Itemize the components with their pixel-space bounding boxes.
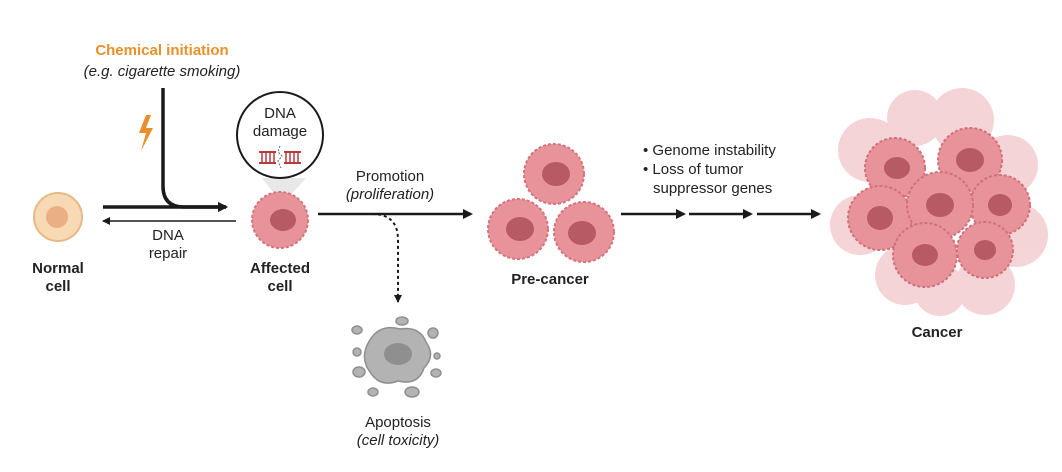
initiation-subtitle: (e.g. cigarette smoking) (83, 63, 241, 80)
progression-item-2-text: Loss of tumor (652, 161, 744, 178)
initiation-arrow (161, 88, 228, 212)
precancer-cell-1 (523, 143, 585, 205)
repair-line-2: repair (148, 245, 188, 262)
affected-cell-icon (251, 191, 309, 249)
progression-item-2: • Loss of tumor (643, 160, 743, 179)
apoptosis-arrow (371, 213, 402, 303)
dna-strand-icon (259, 145, 301, 169)
apoptotic-nucleus (384, 343, 412, 365)
normal-cell-label-2: cell (45, 278, 71, 295)
cancer-label: Cancer (911, 324, 963, 341)
affected-cell-label-1: Affected (249, 260, 310, 277)
progression-item-2-cont: suppressor genes (653, 180, 773, 197)
apoptosis-title: Apoptosis (365, 414, 431, 431)
precancer-cell-2 (487, 198, 549, 260)
dna-damage-bubble (236, 91, 324, 196)
cancer-mass-icon (830, 88, 1048, 316)
bubble-line-1: DNA (264, 105, 296, 122)
apoptosis-subtitle: (cell toxicity) (356, 432, 440, 449)
promotion-subtitle: (proliferation) (345, 186, 435, 203)
initiation-title: Chemical initiation (95, 42, 229, 59)
precancer-label: Pre-cancer (511, 271, 589, 288)
repair-line-1: DNA (152, 227, 184, 244)
progression-item-1-text: Genome instability (652, 142, 776, 159)
progression-item-1: • Genome instability (643, 141, 776, 160)
precancer-cell-3 (553, 201, 615, 263)
bullet-icon: • (643, 142, 653, 159)
bullet-icon: • (643, 161, 653, 178)
affected-cell-label-2: cell (267, 278, 293, 295)
lightning-icon (139, 115, 153, 151)
normal-cell-label-1: Normal (32, 260, 84, 277)
promotion-title: Promotion (355, 168, 425, 185)
normal-cell-icon (33, 192, 83, 242)
bubble-line-2: damage (252, 123, 308, 140)
